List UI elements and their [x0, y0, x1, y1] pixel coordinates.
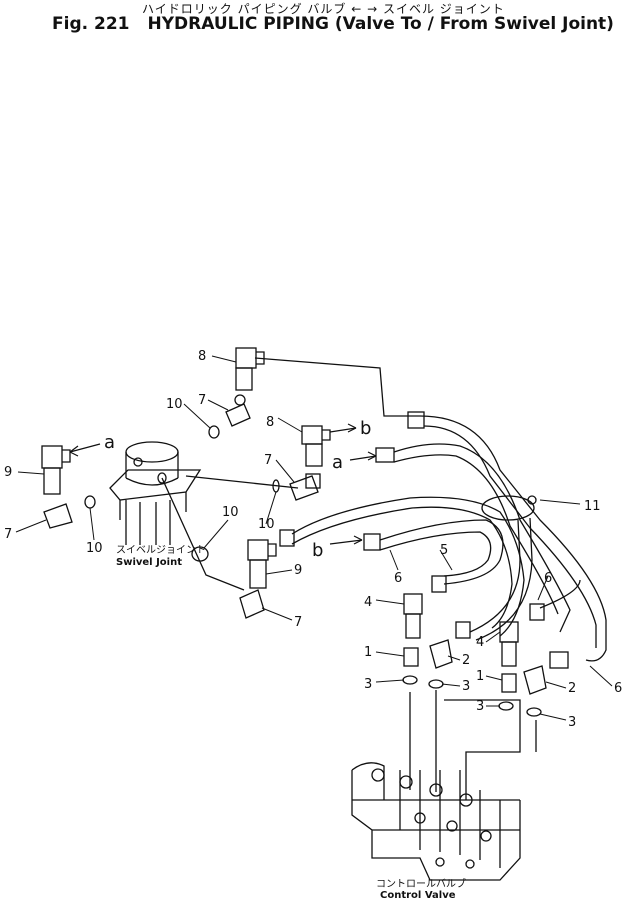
ref-a: a	[332, 452, 343, 473]
callout-6: 6	[544, 571, 552, 586]
callout-5: 5	[440, 543, 448, 558]
hoses	[254, 357, 607, 662]
callout-3: 3	[476, 699, 484, 714]
callout-8: 8	[266, 415, 274, 430]
callout-9: 9	[4, 465, 12, 480]
control-valve-jp-label: コントロールバルブ	[376, 877, 466, 890]
callout-2: 2	[462, 653, 470, 668]
figure-title: Fig. 221 HYDRAULIC PIPING (Valve To / Fro…	[52, 14, 614, 34]
control-valve	[351, 690, 537, 881]
japanese-title: ハイドロリック パイピング バルブ ← → スイベル ジョイント	[142, 2, 505, 16]
leader-lines	[15, 355, 613, 721]
figure-caption: HYDRAULIC PIPING (Valve To / From Swivel…	[147, 14, 614, 34]
callout-3: 3	[364, 677, 372, 692]
ref-b: b	[312, 540, 323, 561]
figure-number: Fig. 221	[52, 14, 130, 34]
reference-letters: a b a b	[104, 418, 371, 561]
ref-a: a	[104, 432, 115, 453]
callout-1: 1	[476, 669, 484, 684]
callout-7: 7	[294, 615, 302, 630]
fittings	[41, 347, 569, 717]
callout-3: 3	[568, 715, 576, 730]
control-valve-label: Control Valve	[380, 890, 456, 899]
ref-b: b	[360, 418, 371, 439]
callout-6: 6	[614, 681, 622, 696]
swivel-joint-jp-label: スイベルジョイント	[116, 544, 206, 556]
swivel-joint-label: Swivel Joint	[116, 557, 182, 568]
callout-4: 4	[364, 595, 372, 610]
header: ハイドロリック パイピング バルブ ← → スイベル ジョイント Fig. 22…	[0, 0, 624, 40]
callout-8: 8	[198, 349, 206, 364]
callout-2: 2	[568, 681, 576, 696]
callout-1: 1	[364, 645, 372, 660]
reference-arrows	[69, 423, 377, 545]
callout-labels: 8 7 10 8 7 9 7 10 10 10 9 7 6 5 6 11 4 4…	[4, 349, 622, 730]
callout-6: 6	[394, 571, 402, 586]
callout-4: 4	[476, 635, 484, 650]
callout-11: 11	[584, 499, 601, 514]
callout-7: 7	[4, 527, 12, 542]
callout-7: 7	[264, 453, 272, 468]
swivel-joint	[109, 441, 299, 591]
callout-10: 10	[86, 541, 103, 556]
callout-9: 9	[294, 563, 302, 578]
callout-10: 10	[166, 397, 183, 412]
callout-10: 10	[258, 517, 275, 532]
callout-3: 3	[462, 679, 470, 694]
callout-10: 10	[222, 505, 239, 520]
callout-7: 7	[198, 393, 206, 408]
component-labels: スイベルジョイント Swivel Joint コントロールバルブ Control…	[116, 544, 466, 899]
